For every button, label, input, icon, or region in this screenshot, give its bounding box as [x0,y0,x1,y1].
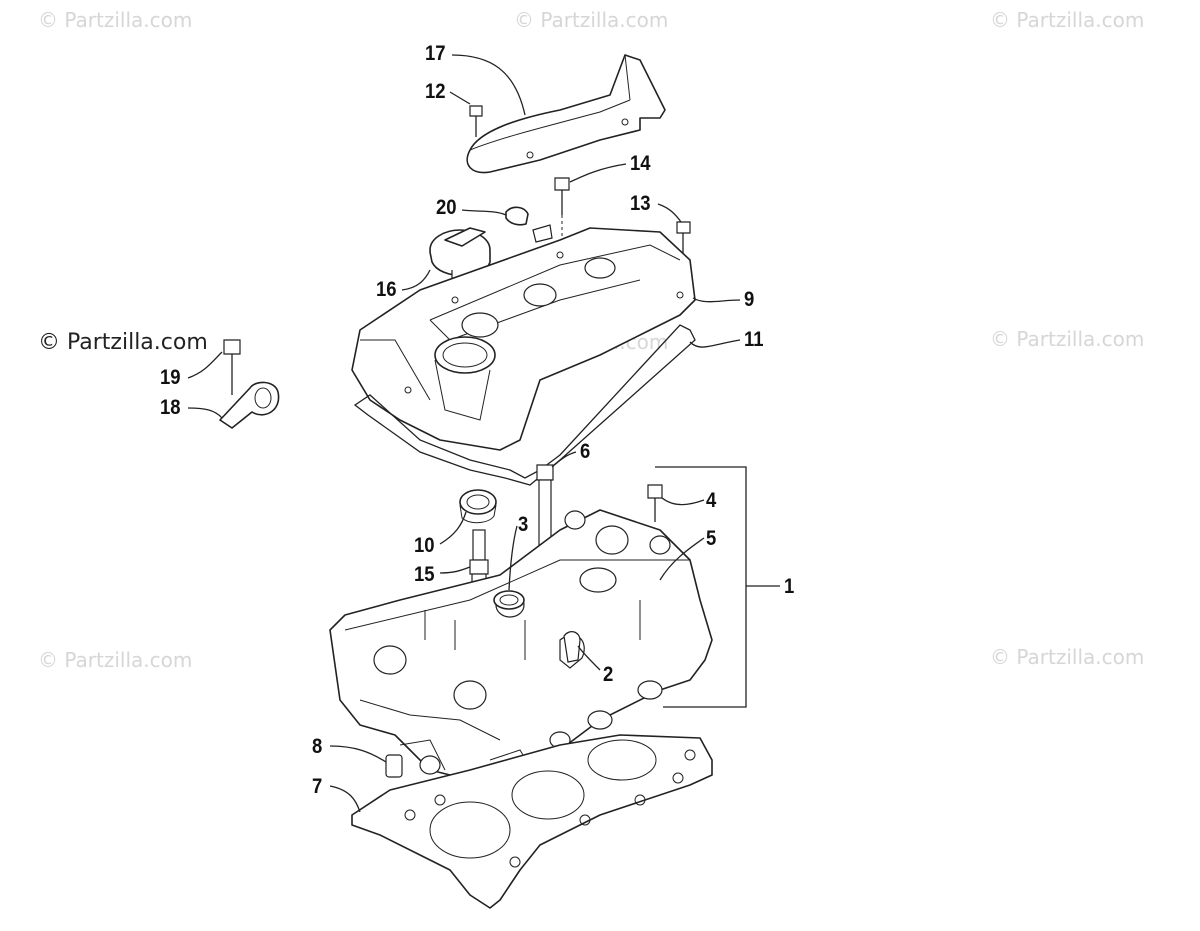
leader-14 [569,163,627,183]
callout-19: 19 [160,366,181,389]
callout-5: 5 [706,527,717,550]
callout-15: 15 [414,563,435,586]
callout-20: 20 [436,196,457,219]
leader-18 [187,407,223,419]
callout-18: 18 [160,396,181,419]
leader-8 [329,745,387,763]
leader-16 [401,269,431,291]
leader-2 [577,645,601,671]
part-8-dowel [385,754,403,778]
callout-17: 17 [425,42,446,65]
leader-6 [551,451,577,468]
watermark-left-dark: © Partzilla.com [38,330,208,355]
callout-2: 2 [603,663,614,686]
part-11-gasket [353,324,696,486]
leader-5 [659,537,705,581]
callout-12: 12 [425,80,446,103]
leader-15 [439,566,471,574]
callout-11: 11 [744,328,764,351]
leader-4 [661,497,705,506]
part-7-head-gasket [351,734,713,909]
watermark-top-left: © Partzilla.com [38,8,193,32]
callout-16: 16 [376,278,397,301]
part-19-bolt [223,339,241,395]
watermark-top-center: © Partzilla.com [514,8,669,32]
callout-3: 3 [518,513,529,536]
callout-7: 7 [312,775,323,798]
part-9-valve-cover [351,224,696,451]
leader-19 [187,351,223,379]
callout-1: 1 [784,575,795,598]
watermark-top-right: © Partzilla.com [990,8,1145,32]
part-17-cover [466,54,666,174]
part-3-ring [493,590,525,610]
leader-12 [449,91,471,105]
callout-1-bracket [655,466,747,708]
watermark-bottom-left: © Partzilla.com [38,648,193,672]
callout-13: 13 [630,192,651,215]
callout-14: 14 [630,152,651,175]
part-10-seal [459,489,497,524]
callout-10: 10 [414,534,435,557]
leader-7 [329,785,361,813]
part-2-pipe [563,631,581,663]
part-20-clip [505,206,529,226]
leader-10 [439,511,467,545]
leader-17 [451,54,526,116]
part-18-clamp [219,381,280,429]
callout-4: 4 [706,489,717,512]
callout-9: 9 [744,288,755,311]
leader-20 [461,209,507,216]
leader-3 [508,525,518,591]
callout-6: 6 [580,440,591,463]
part-4-bolt [647,484,663,522]
leader-13 [657,203,682,223]
callout-8: 8 [312,735,323,758]
part-12-bolt [469,105,483,137]
watermark-bottom-right: © Partzilla.com [990,645,1145,669]
watermark-right: © Partzilla.com [990,327,1145,351]
leader-9 [692,297,741,303]
leader-11 [689,339,741,348]
